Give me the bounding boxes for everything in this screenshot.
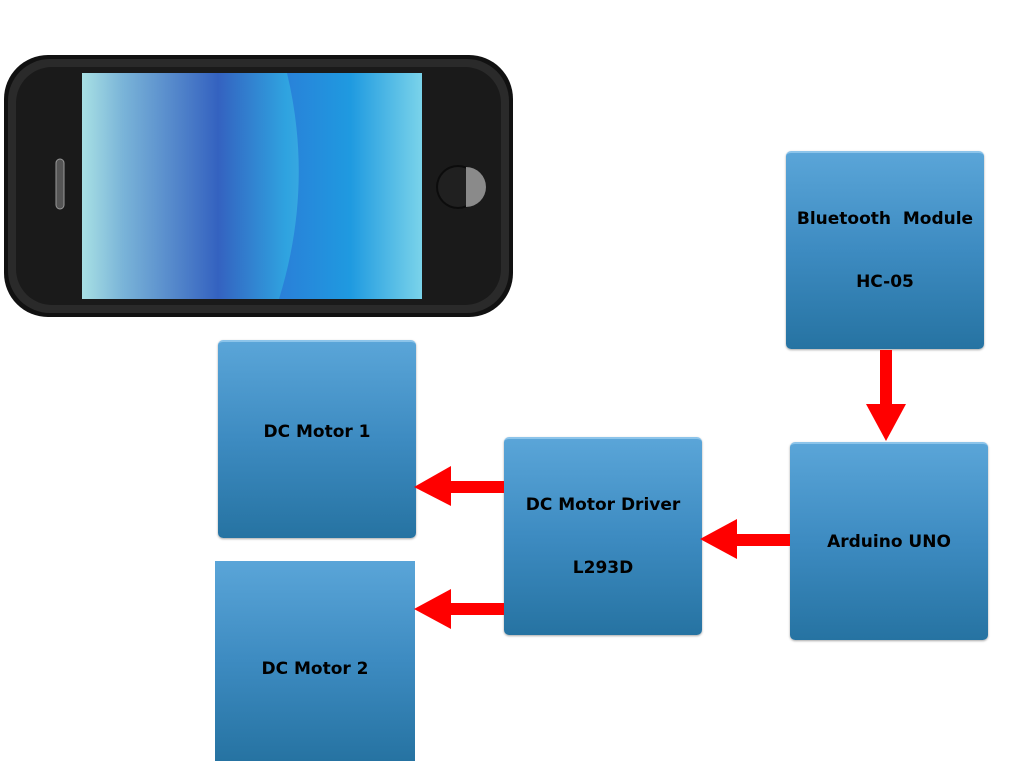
motor-driver-label-line1: DC Motor Driver	[525, 495, 681, 515]
arrow-driver-to-motor-2	[414, 589, 504, 629]
bluetooth-module-label: Bluetooth Module HC-05	[797, 167, 973, 335]
smartphone-icon	[4, 55, 513, 317]
bluetooth-module-label-line1: Bluetooth Module	[796, 209, 974, 229]
arduino-uno-label: Arduino UNO	[827, 531, 951, 552]
arrow-bluetooth-to-arduino	[866, 350, 906, 441]
dc-motor-2-label: DC Motor 2	[261, 658, 369, 679]
dc-motor-1-label: DC Motor 1	[263, 421, 371, 442]
dc-motor-1-block: DC Motor 1	[218, 340, 416, 538]
motor-driver-label-line2: L293D	[572, 558, 634, 578]
arduino-uno-block: Arduino UNO	[790, 442, 988, 640]
dc-motor-2-block: DC Motor 2	[215, 561, 415, 761]
bluetooth-module-label-line2: HC-05	[856, 272, 914, 292]
bluetooth-module-block: Bluetooth Module HC-05	[786, 151, 984, 349]
arrow-driver-to-motor-1	[414, 466, 504, 506]
arrow-arduino-to-driver	[700, 519, 790, 559]
motor-driver-label: DC Motor Driver L293D	[526, 453, 681, 621]
motor-driver-block: DC Motor Driver L293D	[504, 437, 702, 635]
